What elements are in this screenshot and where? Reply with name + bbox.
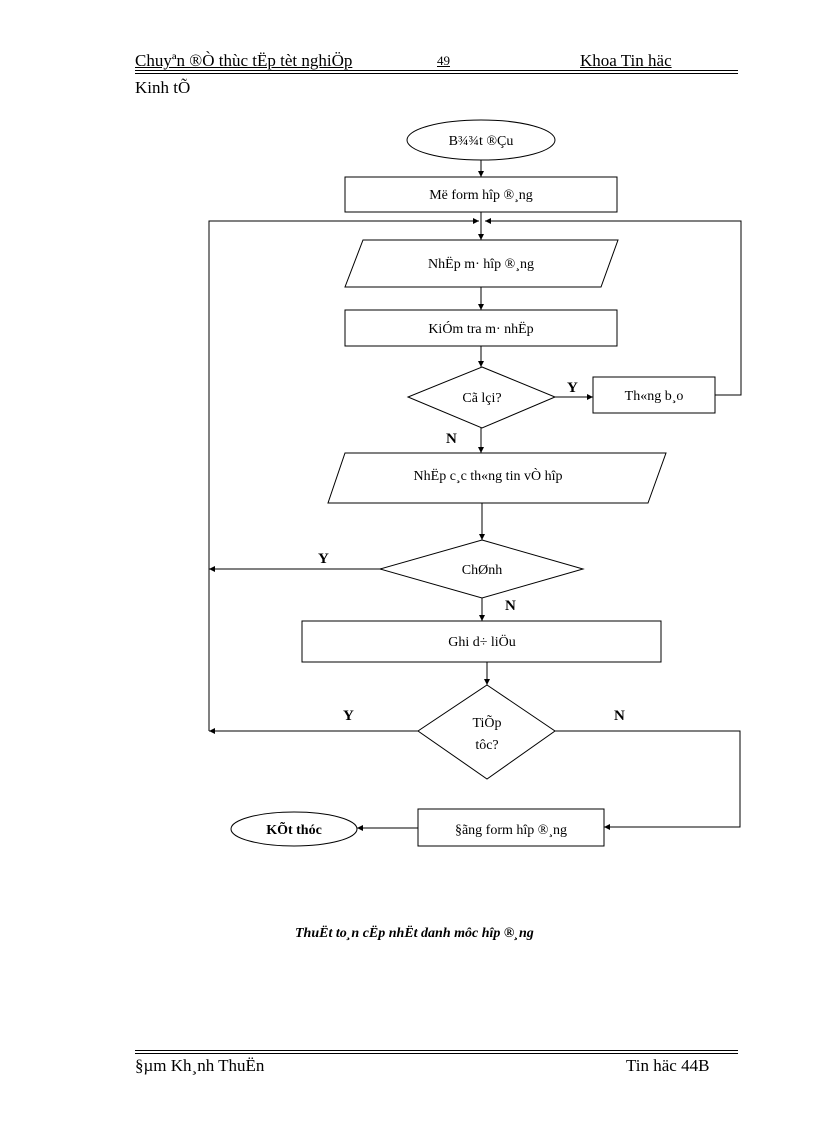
open-form-label: Më form hîp ®¸ng	[429, 188, 533, 203]
header-page-number: 49	[437, 53, 450, 68]
notify-label: Th«ng b¸o	[625, 389, 684, 404]
close-form-label: §ãng form hîp ®¸ng	[455, 823, 567, 838]
continue-label-line1: TiÕp	[472, 714, 501, 731]
has-error-label: Cã lçi?	[462, 391, 501, 406]
open-form-process	[344, 176, 618, 213]
continue-no-label: N	[614, 708, 625, 724]
close-form-process	[417, 808, 605, 847]
header-subtitle: Kinh tÕ	[135, 78, 191, 97]
connector-notify-loop	[485, 218, 742, 396]
input-code-label: NhËp m· hîp ®¸ng	[428, 255, 534, 272]
footer-author: §µm Kh¸nh ThuËn	[135, 1056, 265, 1075]
start-label: B¾¾t ®Çu	[449, 134, 514, 149]
notify-process	[592, 376, 716, 414]
error-yes-label: Y	[567, 380, 578, 396]
header-rule	[135, 70, 738, 71]
connector-continue-no	[555, 730, 741, 830]
figure-caption: ThuËt to¸n cËp nhËt danh môc hîp ®¸ng	[295, 926, 534, 941]
continue-label-line2: tôc?	[475, 738, 498, 753]
save-label: Ghi d÷ liÖu	[448, 633, 516, 650]
continue-decision	[417, 684, 556, 780]
edit-yes-label: Y	[318, 551, 329, 567]
header-title-left: Chuyªn ®Ò thùc tËp tèt nghiÖp	[135, 51, 353, 70]
input-info-io	[327, 452, 667, 504]
error-no-label: N	[446, 431, 457, 447]
header-title-right: Khoa Tin häc	[580, 51, 672, 70]
edit-no-label: N	[505, 598, 516, 614]
has-error-decision	[406, 366, 557, 429]
footer-rule	[135, 1050, 738, 1051]
check-code-label: KiÓm tra m· nhËp	[428, 320, 533, 337]
connector-left-loop	[208, 218, 479, 731]
input-code-io	[344, 239, 619, 288]
edit-label: ChØnh	[462, 563, 502, 578]
header-rule-double	[135, 73, 738, 74]
continue-yes-label: Y	[343, 708, 354, 724]
input-info-label: NhËp c¸c th«ng tin vÒ hîp	[414, 467, 563, 484]
footer-rule-double	[135, 1053, 738, 1054]
footer-class: Tin häc 44B	[626, 1056, 710, 1075]
end-label: KÕt thóc	[266, 820, 322, 838]
